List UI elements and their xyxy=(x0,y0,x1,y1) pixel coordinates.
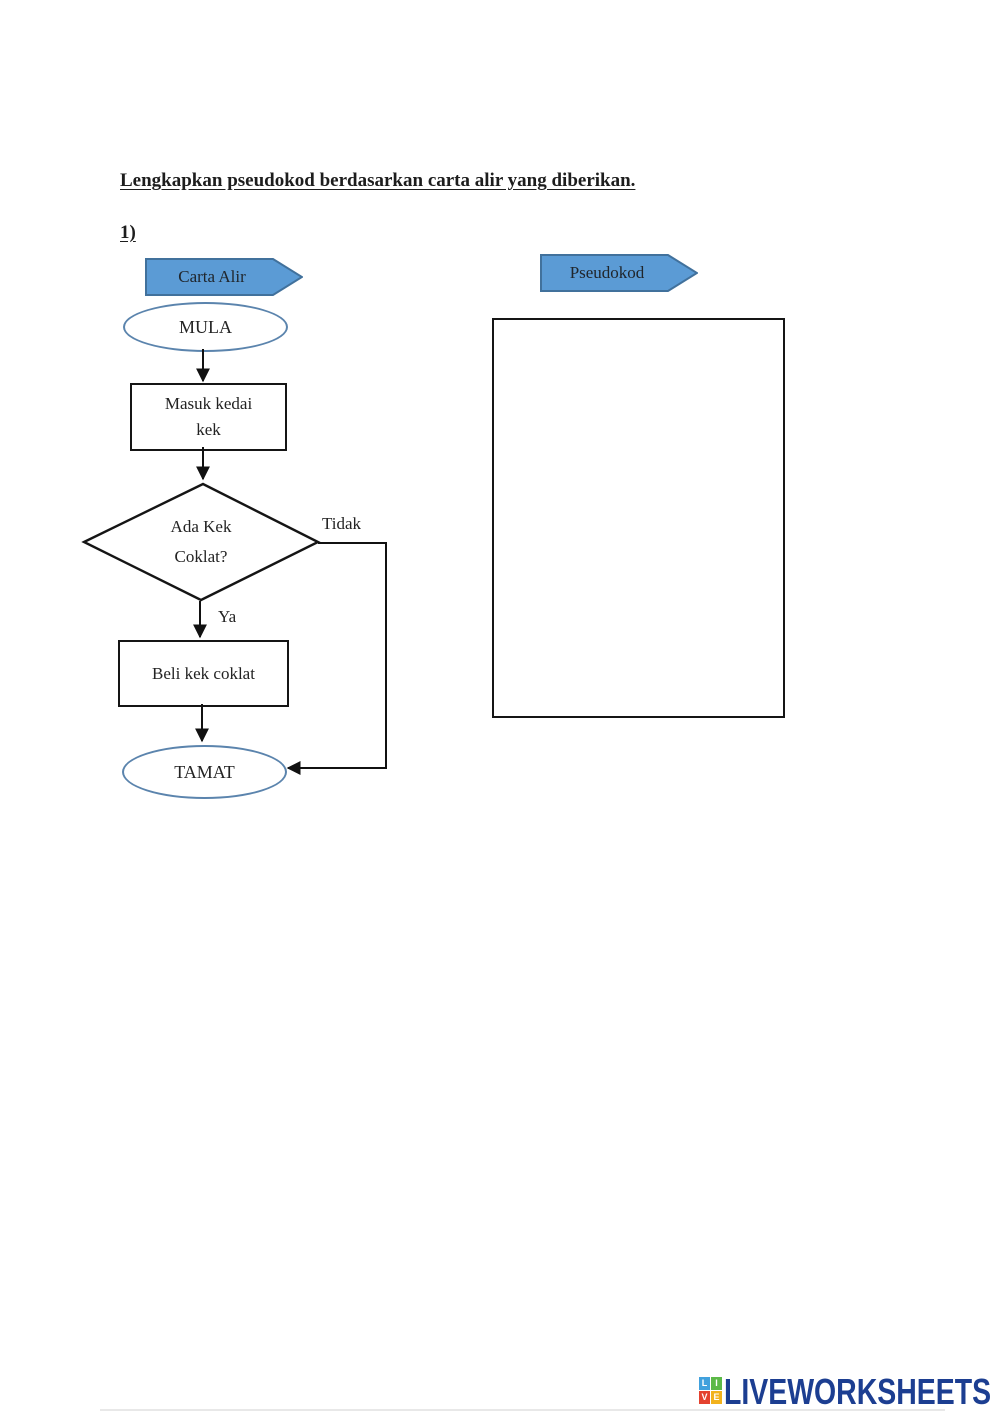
pentagon-arrow-shape xyxy=(540,254,698,292)
logo-square-l: L xyxy=(699,1377,710,1390)
liveworksheets-wordmark: LIVEWORKSHEETS xyxy=(724,1371,992,1412)
terminator-start-label: MULA xyxy=(179,316,232,337)
page-title: Lengkapkan pseudokod berdasarkan carta a… xyxy=(120,170,636,191)
pentagon-arrow-shape xyxy=(145,258,303,296)
banner-carta-alir: Carta Alir xyxy=(145,258,303,296)
terminator-end: TAMAT xyxy=(122,745,287,799)
logo-square-i: I xyxy=(711,1377,722,1390)
process-box-buy-cake: Beli kek coklat xyxy=(118,640,289,707)
banner-pseudokod-label: Pseudokod xyxy=(569,263,645,282)
page-bottom-cutoff-line xyxy=(100,1409,945,1411)
logo-square-v: V xyxy=(699,1391,710,1404)
process-box-enter-shop: Masuk kedai kek xyxy=(130,383,287,451)
decision-line: Coklat? xyxy=(174,547,228,566)
process-line: kek xyxy=(196,420,221,439)
branch-label-no: Tidak xyxy=(322,514,362,533)
pentagon-arrow-polygon xyxy=(540,254,698,292)
terminator-start: MULA xyxy=(123,302,288,352)
logo-square-e: E xyxy=(711,1391,722,1404)
decision-line: Ada Kek xyxy=(170,517,232,536)
process-line: Beli kek coklat xyxy=(152,663,255,683)
liveworksheets-logo-icon: L I V E xyxy=(699,1377,722,1404)
terminator-end-label: TAMAT xyxy=(174,761,235,782)
banner-carta-alir-label: Carta Alir xyxy=(178,267,246,286)
branch-label-yes: Ya xyxy=(218,607,237,626)
pseudocode-answer-box[interactable] xyxy=(492,318,785,718)
banner-pseudokod: Pseudokod xyxy=(540,254,698,292)
process-line: Masuk kedai xyxy=(164,394,253,413)
decision-label: Ada Kek Coklat? xyxy=(120,512,282,572)
pentagon-arrow-polygon xyxy=(145,258,303,296)
question-number: 1) xyxy=(120,222,136,243)
